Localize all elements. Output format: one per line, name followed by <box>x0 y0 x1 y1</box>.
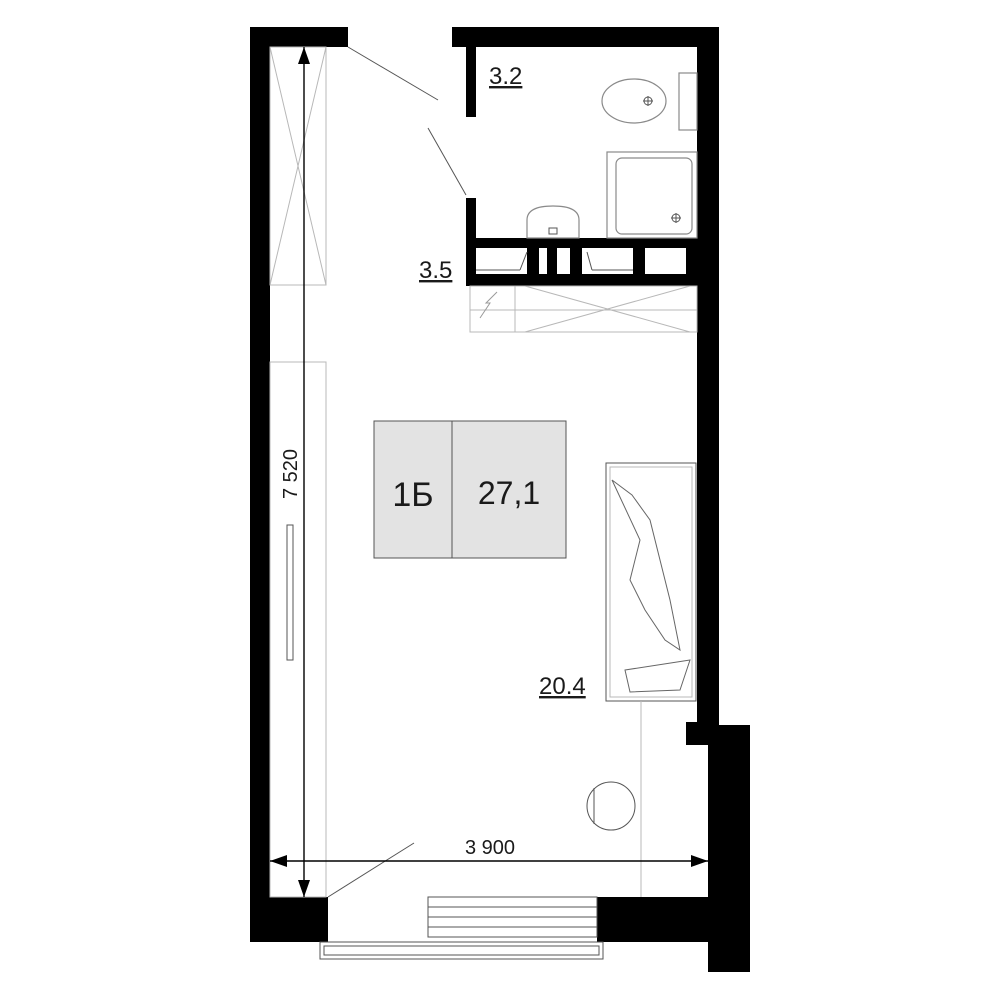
balcony-window-inner <box>323 945 600 956</box>
wall-bath-upper <box>466 47 476 117</box>
radiator <box>286 524 294 661</box>
chair <box>586 781 636 831</box>
shower-basin-icon <box>615 157 693 235</box>
badge-box <box>373 420 567 559</box>
bed-blanket <box>611 479 681 652</box>
balcony-window-outer <box>319 941 604 960</box>
wardrobe-lower <box>269 361 327 898</box>
wall-left <box>250 27 270 942</box>
arrow-left-icon <box>270 855 287 867</box>
entry-door <box>347 46 467 196</box>
wardrobe-upper <box>269 46 327 286</box>
kitchen-counter <box>469 285 698 333</box>
bed-pillow <box>624 659 691 693</box>
wall-partition-post-2 <box>547 238 557 286</box>
apartment-total-area: 27,1 <box>478 475 540 511</box>
arrow-up-icon <box>298 47 310 64</box>
height-dimension: 7 520 <box>280 449 302 499</box>
wall-right <box>697 27 719 745</box>
wall-top-left <box>250 27 348 47</box>
wall-partition-post-4 <box>633 238 645 286</box>
kitchen-counter-body <box>469 285 698 333</box>
bed-frame <box>605 462 697 702</box>
chair-seat-icon <box>586 781 636 831</box>
arrow-right-icon <box>691 855 708 867</box>
toilet-tank <box>678 72 698 131</box>
electric-icon <box>479 291 498 319</box>
dimension-lines <box>270 47 708 897</box>
wall-partition-post-3 <box>570 238 582 286</box>
bed <box>605 462 697 897</box>
partition-cutouts <box>476 248 686 274</box>
apartment-type: 1Б <box>392 476 433 514</box>
wall-bottom-right <box>597 897 750 942</box>
windows <box>269 46 604 960</box>
width-dimension: 3 900 <box>465 837 515 859</box>
wall-bottom-left <box>250 897 328 942</box>
arrow-down-icon <box>298 880 310 897</box>
wall-partition-post-1 <box>527 238 539 286</box>
living-area: 20.4 <box>539 673 586 700</box>
bathroom-area: 3.2 <box>489 63 522 90</box>
toilet-bowl-icon <box>601 78 667 124</box>
sink-icon <box>526 205 580 239</box>
walls <box>250 27 750 972</box>
balcony-door-swing <box>327 842 415 898</box>
apartment-badge: 1Б 27,1 <box>373 420 567 559</box>
bathroom-fixtures <box>526 72 698 239</box>
wall-partition-post-5 <box>686 238 697 286</box>
hallway-area: 3.5 <box>419 257 452 284</box>
wall-top-right <box>452 27 719 47</box>
